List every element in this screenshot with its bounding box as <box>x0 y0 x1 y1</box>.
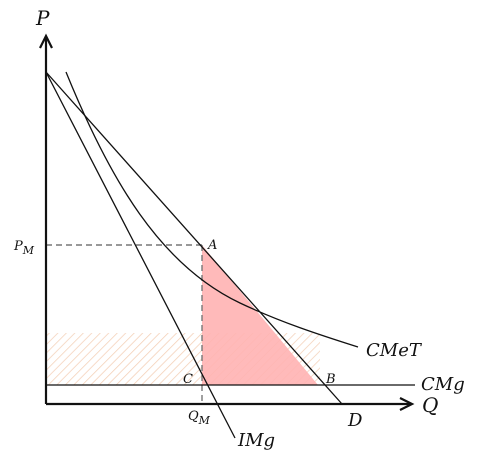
x-axis-arrow <box>399 397 415 411</box>
y-axis-arrow <box>39 33 53 49</box>
quantity-tick-main: Q <box>188 409 199 424</box>
marginal-cost-label: CMg <box>421 374 465 395</box>
price-tick-main: P <box>13 239 23 254</box>
demand-curve <box>45 71 343 405</box>
price-tick-sub: M <box>22 244 35 257</box>
point-b-label: B <box>325 372 336 387</box>
marginal-revenue-curve <box>45 71 236 439</box>
x-axis-label: Q <box>422 393 438 417</box>
point-c-label: C <box>183 372 193 387</box>
marginal-revenue-label: IMg <box>237 430 275 451</box>
point-a-label: A <box>207 238 217 253</box>
quantity-tick-label: QM <box>188 409 211 427</box>
price-tick-label: PM <box>13 239 35 257</box>
average-cost-curve <box>65 71 359 348</box>
demand-label: D <box>347 410 363 431</box>
quantity-tick-sub: M <box>198 414 211 427</box>
y-axis-label: P <box>35 6 50 30</box>
average-cost-label: CMeT <box>366 340 423 361</box>
